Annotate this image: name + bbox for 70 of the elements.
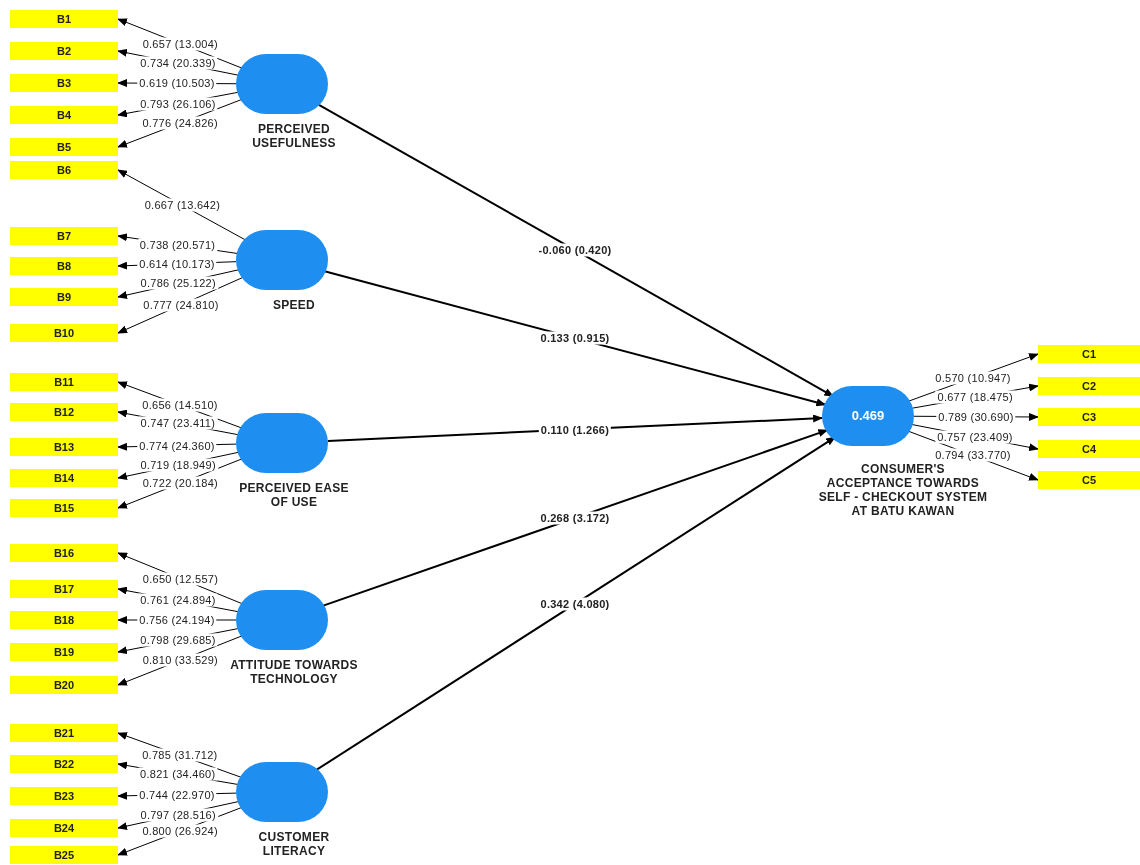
indicator-box: B11 (10, 373, 118, 391)
edge-label: -0.060 (0.420) (536, 243, 614, 257)
edge-label: 0.614 (10.173) (137, 257, 217, 271)
indicator-box: B14 (10, 469, 118, 487)
indicator-box: B19 (10, 643, 118, 661)
edge-label: 0.747 (23.411) (138, 416, 218, 430)
indicator-box: C5 (1038, 471, 1140, 489)
edge-label: 0.133 (0.915) (538, 331, 612, 345)
indicator-box: B22 (10, 755, 118, 773)
edge-label: 0.786 (25.122) (138, 276, 218, 290)
indicator-box: B8 (10, 257, 118, 275)
indicator-box: B10 (10, 324, 118, 342)
arrow (321, 429, 829, 607)
indicator-box: B24 (10, 819, 118, 837)
indicator-box: C1 (1038, 345, 1140, 363)
edge-label: 0.821 (34.460) (138, 767, 218, 781)
edge-label: 0.793 (26.106) (138, 97, 218, 111)
indicator-box: B17 (10, 580, 118, 598)
indicator-box: B18 (10, 611, 118, 629)
indicator-box: B25 (10, 846, 118, 864)
edge-label: 0.744 (22.970) (137, 788, 217, 802)
indicator-box: B2 (10, 42, 118, 60)
construct-label: ATTITUDE TOWARDS TECHNOLOGY (229, 658, 359, 686)
edge-label: 0.757 (23.409) (935, 430, 1015, 444)
indicator-box: B1 (10, 10, 118, 28)
construct-label: SPEED (271, 298, 317, 312)
edge-label: 0.797 (28.516) (138, 808, 218, 822)
indicator-box: B7 (10, 227, 118, 245)
edge-label: 0.789 (30.690) (936, 410, 1016, 424)
edge-label: 0.734 (20.339) (138, 56, 218, 70)
indicator-box: B13 (10, 438, 118, 456)
edge-label: 0.776 (24.826) (140, 116, 220, 130)
edge-label: 0.650 (12.557) (140, 572, 221, 586)
edge-label: 0.777 (24.810) (141, 298, 221, 312)
edge-label: 0.794 (33.770) (933, 449, 1013, 462)
edge-label: 0.268 (3.172) (538, 511, 612, 525)
indicator-box: B23 (10, 787, 118, 805)
edge-label: 0.570 (10.947) (933, 371, 1013, 385)
indicator-box: B5 (10, 138, 118, 156)
edge-label: 0.677 (18.475) (935, 390, 1015, 404)
indicator-box: C2 (1038, 377, 1140, 395)
construct-label: PERCEIVED USEFULNESS (251, 122, 337, 150)
edge-label: 0.785 (31.712) (140, 748, 220, 762)
indicator-box: B15 (10, 499, 118, 517)
construct-label: CONSUMER'S ACCEPTANCE TOWARDS SELF - CHECKOUT SYSTEM AT BATU KAWAN (818, 462, 988, 518)
indicator-box: B6 (10, 161, 118, 179)
edge-label: 0.342 (4.080) (538, 597, 612, 611)
arrow (323, 270, 827, 407)
edge-label: 0.756 (24.194) (137, 613, 217, 627)
indicator-box: B12 (10, 403, 118, 421)
edge-label: 0.667 (13.642) (142, 198, 223, 212)
edge-label: 0.110 (1.266) (538, 423, 612, 436)
edge-label: 0.619 (10.503) (137, 76, 217, 90)
edge-label: 0.738 (20.571) (137, 238, 218, 252)
indicator-box: B20 (10, 676, 118, 694)
indicator-box: B3 (10, 74, 118, 92)
indicator-box: B9 (10, 288, 118, 306)
indicator-box: B4 (10, 106, 118, 124)
edge-label: 0.656 (14.510) (140, 398, 220, 412)
construct-label: CUSTOMER LITERACY (257, 830, 331, 858)
indicator-box: B16 (10, 544, 118, 562)
edge-label: 0.798 (29.685) (138, 633, 218, 647)
edge-label: 0.774 (24.360) (137, 439, 217, 453)
indicator-box: C3 (1038, 408, 1140, 426)
edge-label: 0.719 (18.949) (138, 458, 218, 472)
construct-label: PERCEIVED EASE OF USE (238, 481, 350, 509)
edge-label: 0.800 (26.924) (140, 824, 220, 838)
edge-label: 0.761 (24.894) (138, 593, 218, 607)
indicator-box: C4 (1038, 440, 1140, 458)
indicator-box: B21 (10, 724, 118, 742)
